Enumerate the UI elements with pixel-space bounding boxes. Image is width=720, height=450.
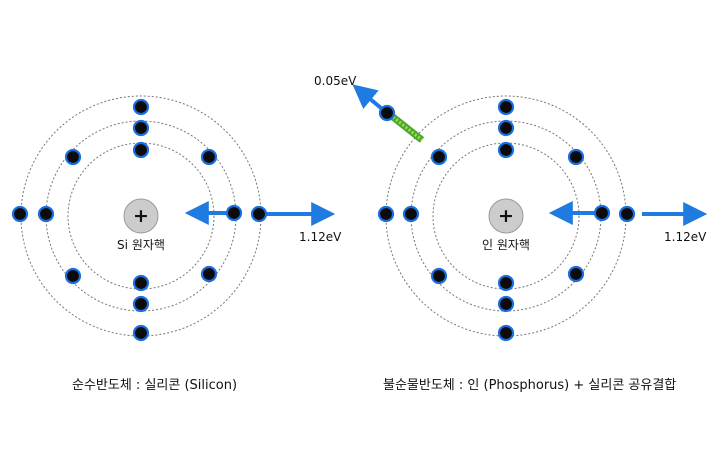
electron	[402, 205, 420, 223]
electron	[497, 274, 515, 292]
electron	[377, 205, 395, 223]
electron	[37, 205, 55, 223]
electron	[132, 324, 150, 342]
electron	[497, 295, 515, 313]
electron	[225, 204, 243, 222]
electron	[200, 265, 218, 283]
right-electrons	[377, 98, 636, 342]
electron	[64, 267, 82, 285]
electron	[430, 148, 448, 166]
electron	[132, 98, 150, 116]
electron	[593, 204, 611, 222]
left-inner-orbit	[67, 142, 215, 290]
electron	[64, 148, 82, 166]
left-nucleus-plus: +	[133, 205, 149, 227]
electron	[497, 141, 515, 159]
electron	[497, 324, 515, 342]
right-nucleus-plus: +	[498, 205, 514, 227]
left-caption: 순수반도체 : 실리콘 (Silicon)	[72, 378, 238, 393]
left-energy-label: 1.12eV	[299, 230, 342, 244]
electron	[132, 141, 150, 159]
electron	[132, 295, 150, 313]
electron	[11, 205, 29, 223]
right-nucleus	[488, 198, 524, 234]
free-electron-arrow	[352, 84, 383, 110]
electron	[132, 119, 150, 137]
free-electron	[378, 104, 396, 122]
electron	[132, 274, 150, 292]
free-electron-energy-label: 0.05eV	[314, 74, 357, 88]
free-electron-bond	[390, 114, 425, 143]
right-nucleus-label: 인 원자핵	[482, 238, 530, 252]
electron	[618, 205, 636, 223]
electron	[497, 98, 515, 116]
electron	[497, 119, 515, 137]
electron	[567, 265, 585, 283]
electron	[200, 148, 218, 166]
right-caption: 불순물반도체 : 인 (Phosphorus) + 실리콘 공유결합	[383, 378, 677, 393]
left-nucleus-label: Si 원자핵	[117, 238, 165, 252]
right-energy-label: 1.12eV	[664, 230, 707, 244]
left-electrons	[11, 98, 268, 342]
electron	[567, 148, 585, 166]
electron	[430, 267, 448, 285]
electron	[250, 205, 268, 223]
right-atom: + 인 원자핵 1.12eV 0.05eV	[314, 74, 708, 342]
left-nucleus	[123, 198, 159, 234]
left-atom: + Si 원자핵 1.12eV	[11, 95, 342, 342]
right-inner-orbit	[432, 142, 580, 290]
